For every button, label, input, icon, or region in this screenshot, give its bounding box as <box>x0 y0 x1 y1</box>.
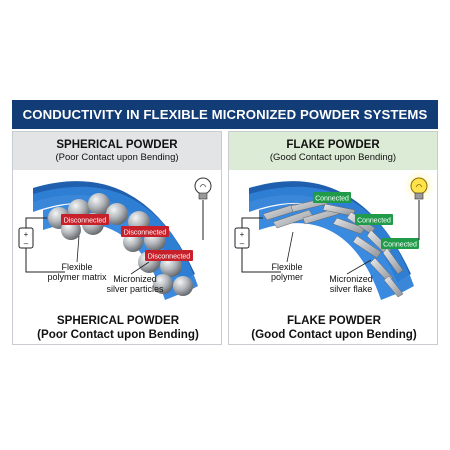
particles-label-line2: silver flake <box>330 284 373 294</box>
battery-icon: + – <box>234 227 250 249</box>
spherical-footer-title: SPHERICAL POWDER <box>56 314 180 327</box>
spherical-header-title: SPHERICAL POWDER <box>56 139 178 151</box>
matrix-label-line2: polymer matrix <box>47 272 107 282</box>
disconnected-tag-3 <box>145 250 193 261</box>
flake-powder-panel: FLAKE POWDER (Good Contact upon Bending) <box>228 131 438 345</box>
matrix-label-line1: Flexible <box>271 262 302 272</box>
flake-panel-header: FLAKE POWDER (Good Contact upon Bending) <box>229 132 437 170</box>
disconnected-tag-1-label: Disconnected <box>64 218 107 225</box>
particles-label-line2: silver particles <box>106 284 164 294</box>
disconnected-tag-2-label: Disconnected <box>124 230 167 237</box>
connected-tag-2-label: Connected <box>357 218 391 225</box>
connected-tag-1 <box>313 192 351 203</box>
connected-tag-3-label: Connected <box>383 242 417 249</box>
lightbulb-icon <box>403 170 435 202</box>
spherical-panel-header: SPHERICAL POWDER (Poor Contact upon Bend… <box>13 132 221 170</box>
disconnected-tag-1 <box>61 214 109 225</box>
svg-text:–: – <box>24 239 29 248</box>
flake-diagram: Connected Connected Connected + – Flexib… <box>234 170 435 300</box>
page-title: CONDUCTIVITY IN FLEXIBLE MICRONIZED POWD… <box>12 100 438 129</box>
spherical-powder-panel: SPHERICAL POWDER (Poor Contact upon Bend… <box>12 131 222 345</box>
flake-header-title: FLAKE POWDER <box>286 139 380 151</box>
matrix-label-line2: polymer <box>271 272 303 282</box>
svg-text:+: + <box>24 230 29 239</box>
battery-icon: + – <box>18 227 34 249</box>
disconnected-tag-2 <box>121 226 169 237</box>
svg-text:–: – <box>240 239 245 248</box>
connected-tag-1-label: Connected <box>315 196 349 203</box>
svg-text:+: + <box>240 230 245 239</box>
spherical-footer-subtitle: (Poor Contact upon Bending) <box>37 328 199 341</box>
matrix-label-line1: Flexible <box>61 262 92 272</box>
spherical-diagram: Disconnected Disconnected Disconnected +… <box>18 177 212 300</box>
connected-tag-2 <box>355 214 393 225</box>
lightbulb-icon <box>194 177 212 200</box>
spherical-header-subtitle: (Poor Contact upon Bending) <box>55 152 179 163</box>
particles-label-line1: Micronized <box>329 274 373 284</box>
flake-footer-title: FLAKE POWDER <box>286 314 382 327</box>
flake-footer-subtitle: (Good Contact upon Bending) <box>251 328 417 341</box>
flake-header-subtitle: (Good Contact upon Bending) <box>269 152 397 163</box>
particles-label-line1: Micronized <box>113 274 157 284</box>
connected-tag-3 <box>381 238 419 249</box>
disconnected-tag-3-label: Disconnected <box>148 254 191 261</box>
